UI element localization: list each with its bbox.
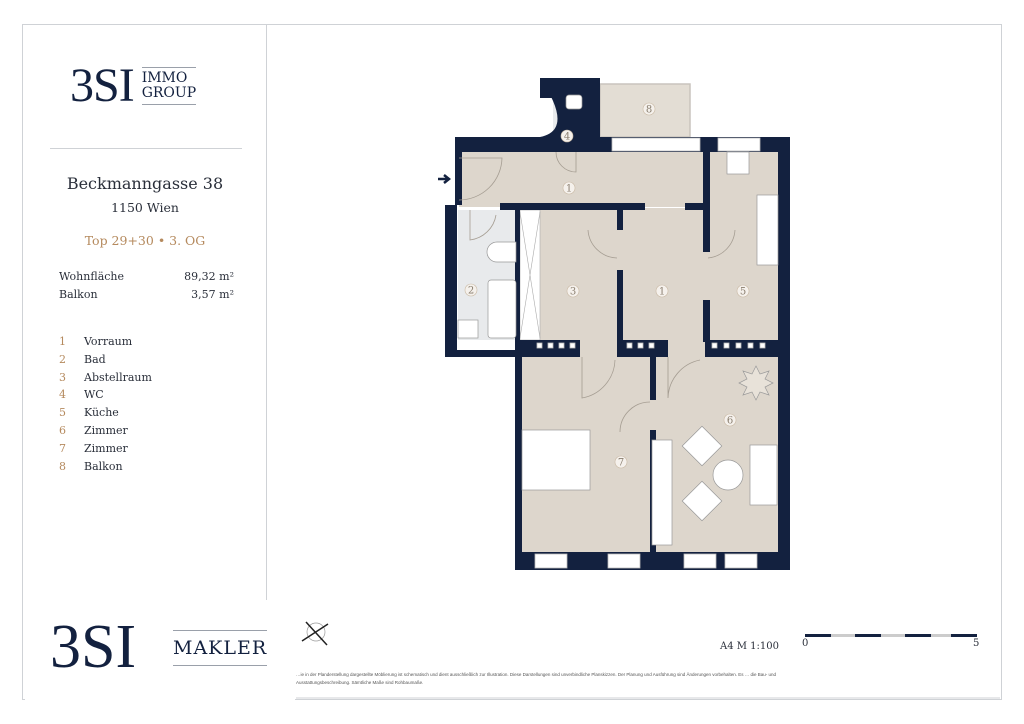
windows (534, 137, 766, 569)
corridor-floor (620, 208, 708, 343)
stove (726, 151, 750, 175)
floor-areas (458, 83, 780, 553)
street-address: Beckmanngasse 38 (66, 174, 224, 193)
disclaimer: …ie in der Planderstellung dargestellte … (296, 672, 777, 685)
door-opening (668, 340, 708, 360)
toilet (565, 94, 583, 110)
logo-sub-1: IMMO (141, 70, 188, 86)
door-opening (580, 340, 620, 360)
washer (457, 319, 479, 339)
door-swings (458, 151, 736, 433)
makler-logo-mark: 3SI (50, 613, 137, 681)
room-label: 2 (468, 286, 474, 297)
sofa (749, 444, 778, 506)
area-label: Balkon (59, 288, 98, 301)
room-label: 6 (727, 416, 733, 427)
area-row: Balkon 3,57 m² (59, 288, 234, 301)
makler-logo-text: MAKLER (173, 630, 268, 666)
area-row: Wohnfläche 89,32 m² (59, 270, 234, 283)
room-label: 1 (566, 184, 572, 195)
armchair (681, 425, 723, 467)
scale-start: 0 (802, 638, 809, 649)
furniture (457, 94, 779, 546)
scale-end: 5 (973, 638, 980, 649)
room-label: 4 (564, 132, 570, 143)
city: 1150 Wien (111, 200, 179, 215)
room-label: 7 (618, 458, 624, 469)
area-label: Wohnfläche (59, 270, 125, 283)
scale-bar (805, 634, 977, 637)
logo-mark: 3SI (70, 59, 135, 112)
sink (486, 241, 517, 263)
page-frame (22, 24, 1002, 700)
makler-logo: 3SI MAKLER (25, 600, 295, 700)
room-labels: 1 1 2 3 4 5 6 7 8 (464, 102, 750, 469)
compass-icon (301, 621, 329, 646)
armchair (681, 480, 723, 522)
sideboard (651, 439, 673, 546)
panel-divider (266, 24, 267, 700)
room-label: 5 (740, 287, 746, 298)
bathtub (487, 279, 517, 339)
area-value: 89,32 m² (184, 270, 234, 283)
unit-label: Top 29+30 • 3. OG (84, 233, 206, 248)
bed (521, 429, 591, 491)
scale-label: A4 M 1:100 (720, 641, 779, 652)
room-label: 8 (646, 105, 652, 116)
room-label: 1 (659, 287, 665, 298)
area-value: 3,57 m² (191, 288, 234, 301)
room-label: 3 (570, 287, 576, 298)
coffee-table (712, 459, 744, 491)
divider (50, 148, 242, 149)
logo-sub-2: GROUP (141, 85, 197, 101)
kitchen-counter (756, 194, 779, 266)
plant (738, 365, 774, 401)
entrance-arrow-icon (438, 174, 452, 184)
